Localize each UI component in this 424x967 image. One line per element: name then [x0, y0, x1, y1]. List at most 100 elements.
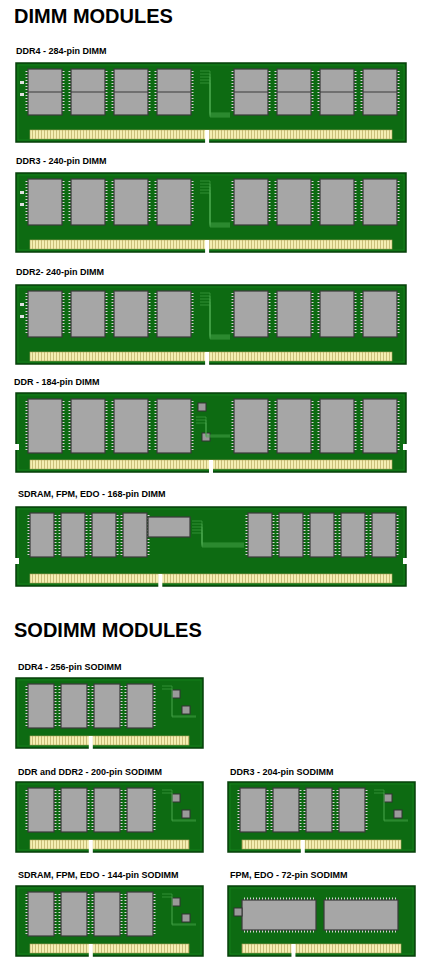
key-notch — [205, 352, 209, 365]
gold-contacts — [30, 574, 392, 583]
memory-chip — [28, 892, 54, 936]
memory-chip — [324, 900, 398, 930]
pcb-edge — [18, 175, 404, 250]
gold-contacts — [30, 352, 392, 361]
memory-chip — [157, 69, 191, 115]
memory-chip — [71, 291, 105, 337]
silkscreen-mark — [20, 315, 24, 318]
memory-chip — [277, 399, 311, 453]
key-notch — [158, 574, 162, 587]
gold-contacts — [242, 840, 401, 849]
pcb-trace — [162, 793, 196, 821]
pcb-edge — [18, 287, 404, 362]
memory-chip — [61, 788, 87, 832]
pcb-trace — [162, 689, 196, 717]
module-label: DDR4 - 284-pin DIMM — [16, 46, 107, 56]
memory-chip — [363, 179, 397, 225]
module-label: FPM, EDO - 72-pin SODIMM — [230, 870, 348, 880]
small-component — [182, 706, 190, 714]
memory-chip — [157, 179, 191, 225]
module-label: DDR3 - 240-pin DIMM — [16, 156, 107, 166]
key-notch — [209, 460, 213, 473]
pcb-trace — [162, 897, 196, 925]
pcb-trace — [374, 793, 408, 821]
side-notch — [15, 444, 19, 450]
memory-chip — [114, 291, 148, 337]
memory-chip — [71, 179, 105, 225]
pcb-board — [16, 886, 203, 956]
memory-chip — [320, 69, 354, 115]
chip-divider — [320, 92, 354, 93]
side-notch — [403, 558, 407, 564]
memory-chip — [71, 399, 105, 453]
memory-chip — [339, 788, 365, 832]
small-component — [234, 908, 242, 916]
module-label: DDR3 - 204-pin SODIMM — [230, 767, 334, 777]
memory-chip — [363, 291, 397, 337]
pcb-edge — [18, 680, 201, 746]
chip-divider — [114, 92, 148, 93]
memory-chip — [28, 69, 62, 115]
small-component — [172, 898, 180, 906]
small-component — [182, 914, 190, 922]
pcb-edge — [18, 784, 201, 850]
small-component — [172, 690, 180, 698]
pcb-trace — [200, 83, 230, 117]
memory-chip — [372, 513, 396, 557]
silkscreen-mark — [20, 191, 24, 194]
small-component — [394, 810, 402, 818]
section-heading: SODIMM MODULES — [14, 619, 202, 642]
memory-chip — [157, 291, 191, 337]
memory-chip — [157, 399, 191, 453]
memory-chip — [114, 69, 148, 115]
memory-chip — [277, 69, 311, 115]
gold-contacts — [30, 840, 189, 849]
pcb-board — [228, 886, 415, 956]
memory-chip — [363, 399, 397, 453]
gold-contacts — [30, 944, 189, 953]
chip-divider — [363, 92, 397, 93]
memory-chip — [320, 179, 354, 225]
memory-chip — [277, 179, 311, 225]
memory-chip — [114, 179, 148, 225]
key-notch — [205, 240, 209, 253]
memory-chip — [71, 69, 105, 115]
memory-chip — [127, 684, 153, 728]
key-notch — [291, 944, 295, 957]
gold-contacts — [30, 130, 392, 139]
memory-chip — [61, 513, 85, 557]
memory-chip — [127, 892, 153, 936]
section-heading: DIMM MODULES — [14, 5, 173, 28]
pcb-edge — [230, 888, 413, 954]
key-notch — [89, 736, 93, 749]
pcb-board — [16, 63, 406, 142]
pcb-trace — [192, 530, 244, 546]
pcb-board — [16, 173, 406, 252]
key-notch — [89, 944, 93, 957]
key-notch — [205, 130, 209, 143]
pcb-trace — [200, 302, 230, 338]
side-notch — [15, 558, 19, 564]
gold-contacts — [30, 240, 392, 249]
buffer-chip — [148, 517, 190, 537]
silkscreen-mark — [20, 203, 24, 206]
pcb-edge — [18, 395, 404, 470]
key-notch — [301, 840, 305, 853]
gold-contacts — [30, 736, 189, 745]
silkscreen-mark — [20, 93, 24, 96]
memory-chip — [279, 513, 303, 557]
pcb-trace — [200, 80, 230, 116]
small-component — [198, 403, 206, 411]
memory-chip — [94, 892, 120, 936]
memory-chip — [234, 179, 268, 225]
memory-chip — [273, 788, 299, 832]
small-component — [172, 794, 180, 802]
memory-chip — [92, 513, 116, 557]
memory-chip — [320, 291, 354, 337]
memory-chip — [363, 69, 397, 115]
pcb-trace — [200, 305, 230, 339]
pcb-trace — [162, 686, 196, 716]
pcb-trace — [162, 894, 196, 924]
pcb-edge — [18, 888, 201, 954]
